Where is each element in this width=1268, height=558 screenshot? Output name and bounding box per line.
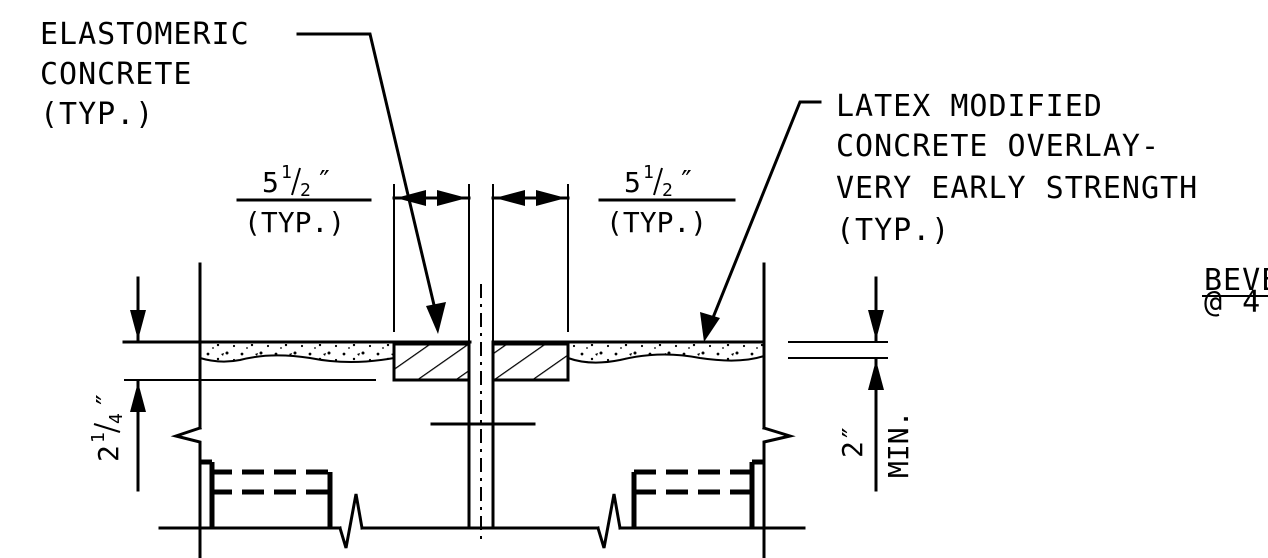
latex-label-line-1: LATEX MODIFIED [836,89,1103,124]
right-width-unit: ″ [678,164,695,197]
latex-label-line-4: (TYP.) [836,213,950,248]
latex-label-line-2: CONCRETE OVERLAY- [836,129,1160,164]
left-depth-whole: 2 [92,445,125,462]
fraction-slash [93,423,121,433]
latex-leader [700,100,822,342]
bevel-label-line-1: BEVE [1204,263,1268,298]
girder-bottom-line [158,493,806,549]
right-overlay-bottom [567,353,765,364]
elastomeric-leader [296,32,446,334]
right-width-denominator: 2 [662,180,673,201]
fraction-slash [653,167,663,196]
left-dim-arrow-right [437,190,467,206]
right-width-note: (TYP.) [606,206,707,239]
right-dim-arrow-left [495,190,525,206]
elastomeric-label-line-1: ELASTOMERIC [40,17,250,52]
right-width-numerator: 1 [643,162,654,183]
left-depth-dimension: 2 1 4 ″ [88,276,146,492]
elastomeric-label-line-2: CONCRETE [40,57,193,92]
right-break-symbol [762,426,796,450]
left-width-numerator: 1 [281,162,292,183]
left-depth-denominator: 4 [106,413,127,424]
right-bottom-break [596,493,622,549]
right-depth-note: MIN. [882,411,915,478]
right-depth-text: 2″ [836,424,869,458]
latex-overlay-label: LATEX MODIFIED CONCRETE OVERLAY- VERY EA… [836,89,1198,248]
elastomeric-label-line-3: (TYP.) [40,97,154,132]
right-width-dimension: 5 1 2 ″ (TYP.) [491,162,736,345]
right-depth-dimension: 2″ MIN. [836,276,915,492]
right-deck [491,262,888,558]
left-width-whole: 5 [262,166,279,199]
left-break-symbol [170,426,202,450]
left-width-dimension: 5 1 2 ″ (TYP.) [236,162,471,345]
left-overlay-bottom [199,354,395,363]
left-depth-numerator: 1 [88,432,109,443]
left-bottom-break [338,493,364,549]
left-beam [200,459,333,528]
right-dim-arrow-right [536,190,566,206]
right-elastomeric-block [491,342,570,382]
right-depth-arrow-down [868,310,884,340]
right-beam [631,459,764,528]
left-overlay [200,344,394,362]
right-depth-value: 2″ [836,424,869,458]
expansion-joint [430,284,536,540]
left-width-denominator: 2 [300,180,311,201]
left-width-note: (TYP.) [244,206,345,239]
elastomeric-concrete-label: ELASTOMERIC CONCRETE (TYP.) [40,17,250,132]
bevel-label-line-2: @ 4 [1204,285,1261,320]
right-overlay [568,344,764,363]
left-deck [122,262,472,558]
left-depth-unit: ″ [90,391,123,408]
latex-label-line-3: VERY EARLY STRENGTH [836,171,1198,206]
right-width-whole: 5 [624,166,641,199]
left-dim-arrow-left [396,190,426,206]
fraction-slash [291,167,301,196]
right-depth-note-text: MIN. [882,411,915,478]
left-width-unit: ″ [316,164,333,197]
bevel-label: BEVE @ 4 [1202,263,1268,320]
left-elastomeric-block [392,342,471,382]
left-depth-text: 2 1 4 ″ [88,391,127,462]
left-depth-arrow-down [130,310,146,340]
